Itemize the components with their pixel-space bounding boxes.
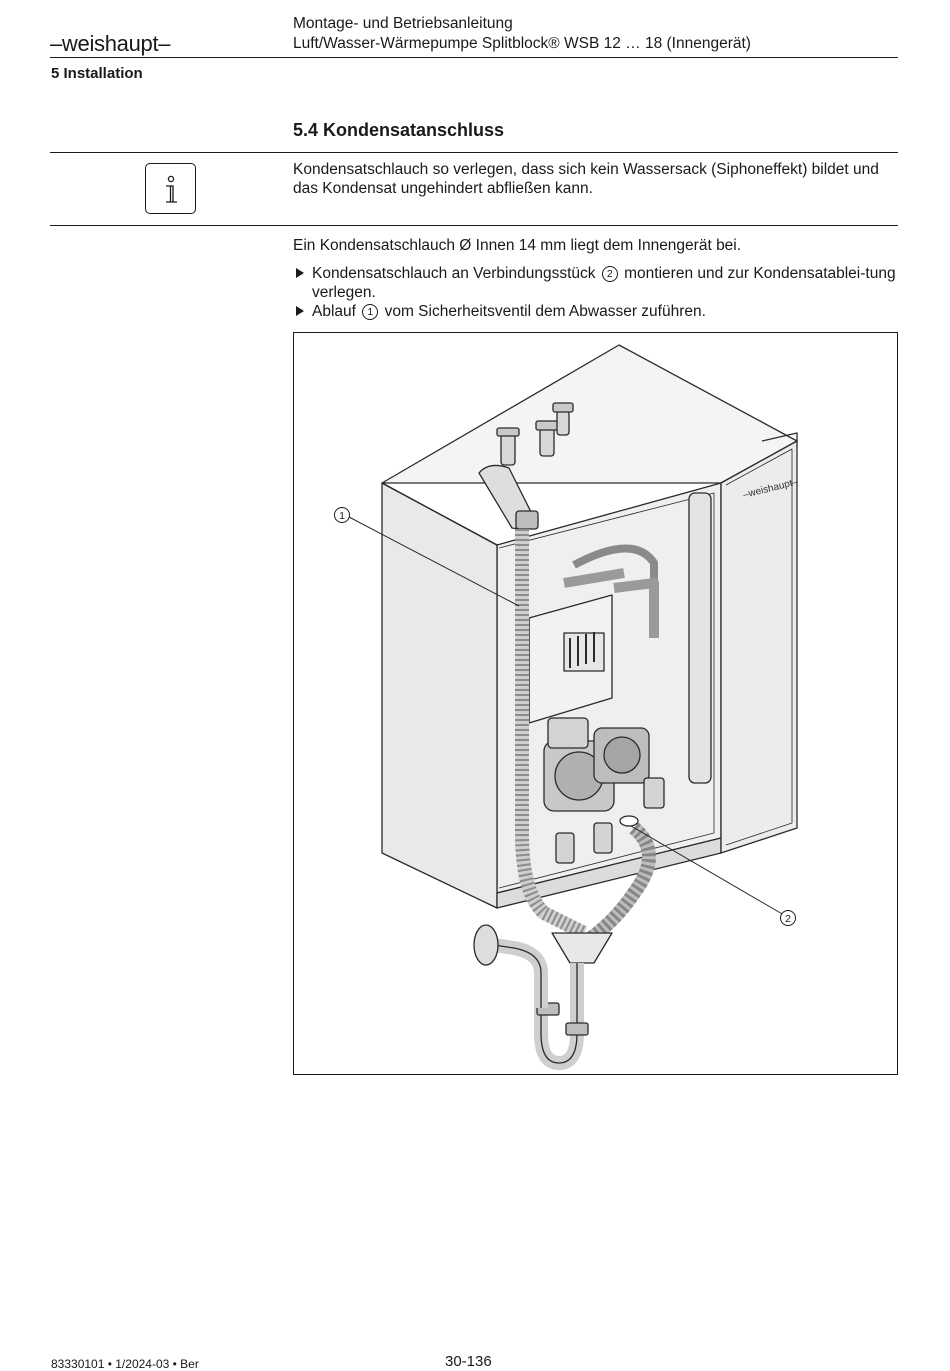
callout-1-circle: [334, 507, 350, 523]
callout-ref-1: 1: [362, 304, 379, 320]
step-1-text-b: montieren und zur Kondensatablei-tung ve…: [312, 265, 896, 301]
footer-doc-id: 83330101 • 1/2024-03 • Ber: [51, 1357, 199, 1371]
section-label: 5 Installation: [51, 65, 143, 82]
bullet-arrow-icon: [296, 268, 304, 278]
brand-logo: –weishaupt–: [50, 31, 171, 56]
intro-text: Ein Kondensatschlauch Ø Innen 14 mm lieg…: [293, 237, 742, 254]
info-text: Kondensatschlauch so verlegen, dass sich…: [293, 161, 879, 197]
header-product-title: Luft/Wasser-Wärmepumpe Splitblock® WSB 1…: [293, 35, 751, 52]
callout-1-label: 1: [339, 510, 345, 522]
info-top-rule: [50, 152, 898, 153]
callout-ref-2: 2: [601, 266, 618, 282]
step-2-text-b: vom Sicherheitsventil dem Abwasser zufüh…: [384, 303, 706, 320]
callout-2-circle: [780, 910, 796, 926]
footer-page-number: 30-136: [445, 1353, 492, 1370]
installation-figure: –weishaupt– 1 2: [293, 332, 898, 1075]
heat-pump-illustration: –weishaupt– 1 2: [334, 344, 800, 1070]
bullet-arrow-icon: [296, 306, 304, 316]
header-rule: [50, 57, 898, 58]
section-heading: 5.4 Kondensatanschluss: [293, 120, 505, 140]
step-2: Ablauf 1 vom Sicherheitsventil dem Abwas…: [296, 302, 897, 321]
step-1: Kondensatschlauch an Verbindungsstück 2 …: [296, 264, 897, 302]
step-1-text-a: Kondensatschlauch an Verbindungsstück: [312, 265, 596, 282]
info-bottom-rule: [50, 225, 898, 226]
header-manual-title: Montage- und Betriebsanleitung: [293, 15, 513, 32]
step-2-text-a: Ablauf: [312, 303, 356, 320]
info-icon: [145, 163, 196, 214]
callout-2-label: 2: [785, 913, 791, 925]
